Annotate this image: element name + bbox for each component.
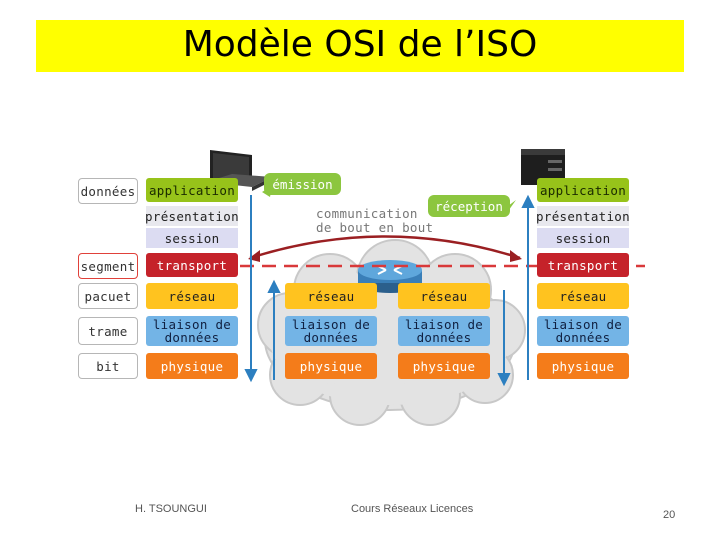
right-layer-application: application: [537, 178, 629, 202]
footer-course: Cours Réseaux Licences: [351, 503, 474, 515]
end-to-end-label: communication de bout en bout: [316, 206, 434, 235]
left-layer-application: application: [146, 178, 238, 202]
left-layer-network: réseau: [146, 283, 238, 309]
slide-title: Modèle OSI de l’ISO: [182, 24, 538, 65]
pdu-bit: bit: [78, 353, 138, 379]
pdu-data: données: [78, 178, 138, 204]
emission-label: émission: [264, 173, 341, 195]
arc-arrowhead-left: [248, 250, 260, 262]
right-layer-physical: physique: [537, 353, 629, 379]
router-left-physical: physique: [285, 353, 377, 379]
router-right-physical: physique: [398, 353, 490, 379]
left-layer-link: liaison de données: [146, 316, 238, 346]
router-left-link: liaison de données: [285, 316, 377, 346]
right-layer-presentation: présentation: [536, 206, 630, 226]
right-layer-network: réseau: [537, 283, 629, 309]
right-layer-transport: transport: [537, 253, 629, 277]
footer-author: H. TSOUNGUI: [135, 503, 207, 515]
right-layer-link: liaison de données: [537, 316, 629, 346]
left-layer-presentation: présentation: [145, 206, 239, 226]
left-layer-transport: transport: [146, 253, 238, 277]
page-number: 20: [663, 509, 676, 521]
router-right-network: réseau: [398, 283, 490, 309]
reception-label: réception: [428, 195, 510, 217]
router-left-network: réseau: [285, 283, 377, 309]
pdu-segment: segment: [78, 253, 138, 279]
left-layer-session: session: [146, 228, 238, 248]
end-to-end-arc: [249, 235, 521, 260]
arc-arrowhead-right: [510, 250, 522, 262]
router-right-link: liaison de données: [398, 316, 490, 346]
pdu-frame: trame: [78, 317, 138, 345]
right-layer-session: session: [537, 228, 629, 248]
emission-down-arrowhead: [244, 369, 258, 383]
left-layer-physical: physique: [146, 353, 238, 379]
laptop-icon: [206, 150, 272, 191]
pdu-packet: pacuet: [78, 283, 138, 309]
title-banner: Modèle OSI de l’ISO: [36, 20, 684, 72]
